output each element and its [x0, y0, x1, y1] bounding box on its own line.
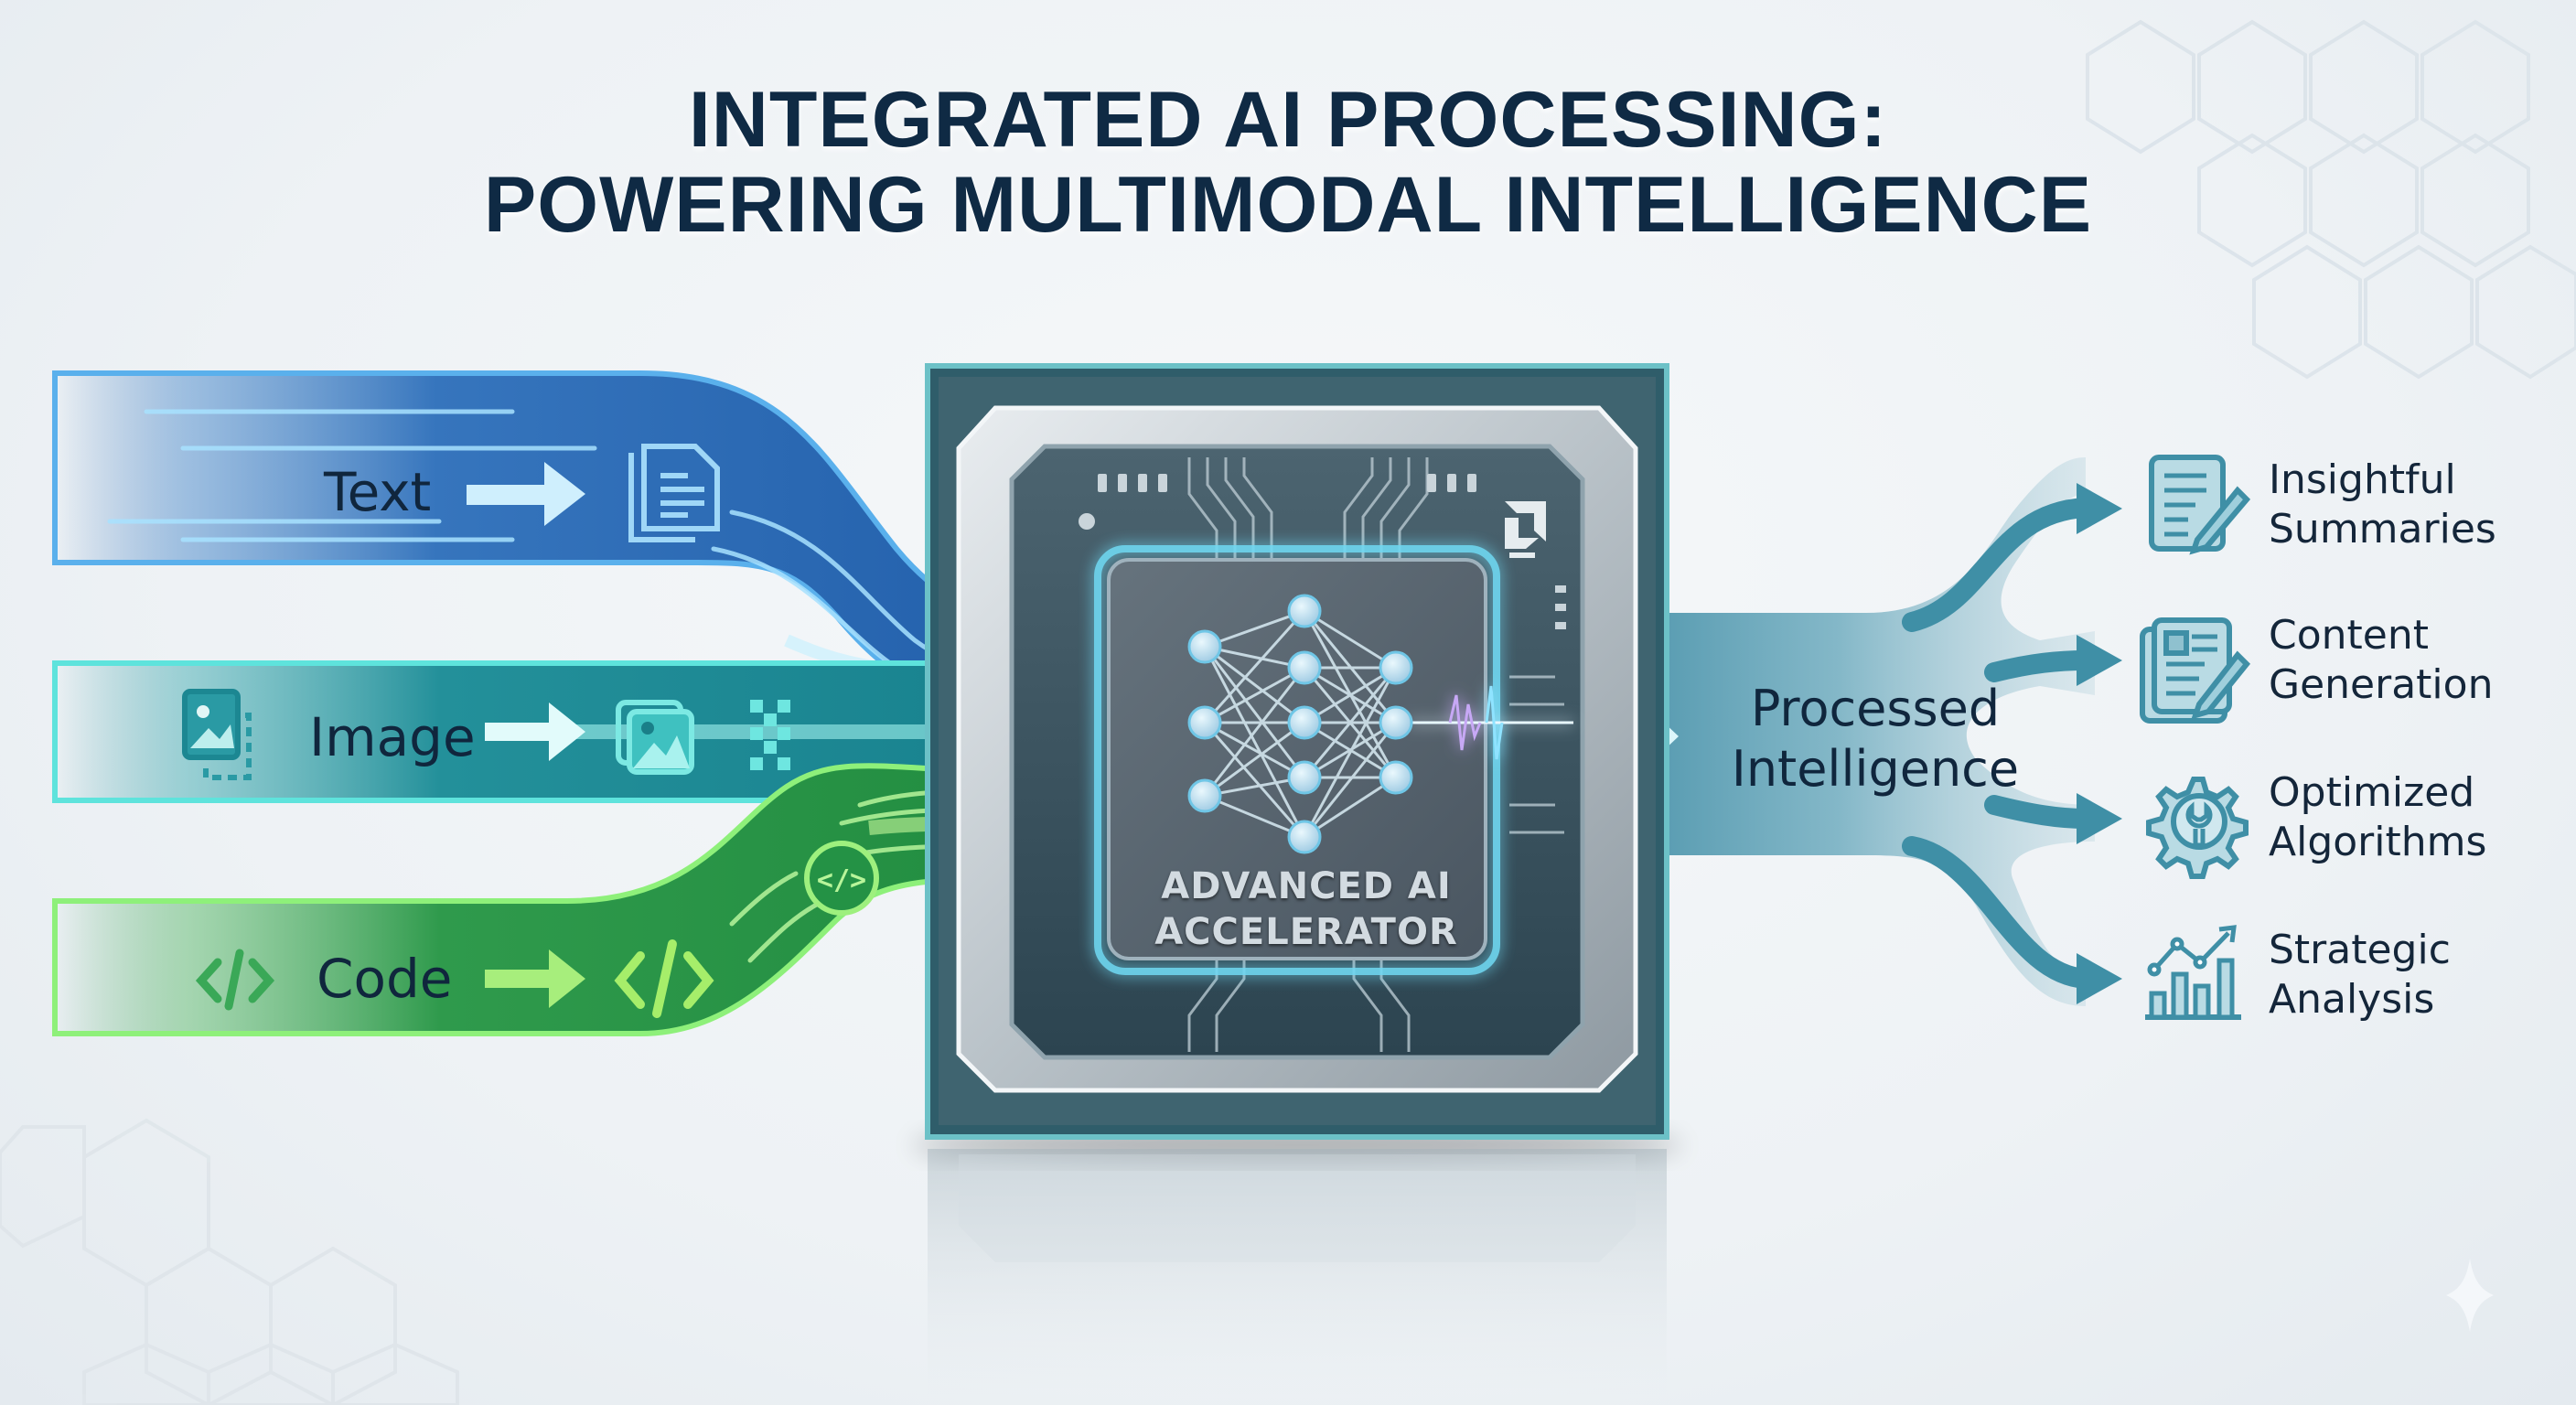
input-label-code: Code — [317, 948, 453, 1010]
sparkle-icon — [2446, 1259, 2494, 1332]
image-icon — [616, 700, 694, 775]
code-flow-arrow-icon — [485, 949, 585, 1008]
chip-label-line-2: ACCELERATOR — [1154, 911, 1458, 953]
document-icon — [628, 444, 720, 542]
output-icon-insightful-summaries — [2149, 455, 2251, 555]
pixelated-image-icon — [750, 700, 790, 770]
text-flow-arrow-icon — [467, 462, 585, 526]
image-source-icon — [182, 689, 252, 780]
page-title-line-2: POWERING MULTIMODAL INTELLIGENCE — [483, 161, 2093, 249]
input-stream-text — [52, 370, 1148, 749]
output-label-optimized-algorithms: Optimized Algorithms — [2269, 768, 2486, 867]
neural-network-icon — [1187, 594, 1413, 854]
output-label-line-2: Generation — [2269, 661, 2494, 708]
output-label-line-1: Optimized — [2269, 769, 2475, 816]
output-label-content-generation: Content Generation — [2269, 611, 2493, 710]
output-icon-content-generation — [2140, 617, 2251, 724]
input-label-image: Image — [309, 706, 476, 768]
output-label-strategic-analysis: Strategic Analysis — [2269, 926, 2451, 1024]
output-label-insightful-summaries: Insightful Summaries — [2269, 456, 2496, 554]
signal-pulse — [1409, 685, 1573, 760]
output-label-line-1: Strategic — [2269, 927, 2451, 973]
ai-accelerator-chip — [913, 363, 1681, 1164]
svg-text:</>: </> — [817, 864, 866, 896]
processed-label-line-2: Intelligence — [1731, 740, 2020, 798]
chip-reflection — [928, 1149, 1667, 1396]
input-label-text: Text — [324, 461, 432, 523]
hexagon-pattern-top-right — [2086, 19, 2576, 380]
image-flow-arrow-icon — [485, 702, 585, 761]
output-label-line-1: Content — [2269, 612, 2429, 659]
chip-label-line-1: ADVANCED AI — [1161, 865, 1452, 907]
bar-chart-trend-icon — [2145, 925, 2241, 1020]
code-icon — [614, 939, 714, 1018]
chip-label: ADVANCED AI ACCELERATOR — [1068, 863, 1544, 955]
code-badge-icon: </> — [804, 841, 879, 916]
processed-label-line-1: Processed — [1750, 680, 2001, 737]
output-label-line-2: Analysis — [2269, 976, 2435, 1023]
code-source-icon — [195, 949, 275, 1011]
page-title-line-1: INTEGRATED AI PROCESSING: — [688, 76, 1888, 164]
hexagon-pattern-bottom-left — [0, 1118, 459, 1405]
output-label-line-1: Insightful — [2269, 456, 2456, 503]
gear-wrench-icon — [2146, 777, 2249, 879]
circuit-traces — [1187, 457, 1564, 1052]
output-label-line-2: Algorithms — [2269, 819, 2487, 865]
output-label-line-2: Summaries — [2269, 506, 2496, 552]
chip-brand-logo-icon — [1505, 501, 1546, 558]
chip-pins — [1079, 474, 1566, 629]
processed-intelligence-label: Processed Intelligence — [1711, 679, 2040, 799]
